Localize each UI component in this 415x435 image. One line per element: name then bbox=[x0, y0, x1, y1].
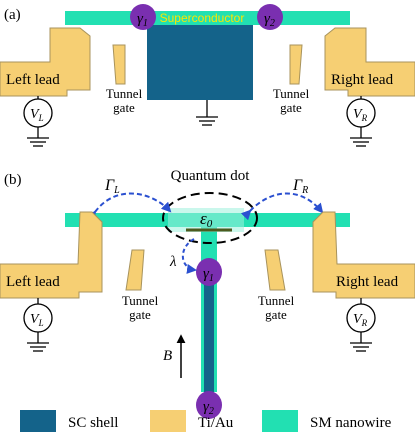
tunnel-gate-left-b bbox=[125, 249, 145, 291]
majorana-gamma1-a: γ1 bbox=[130, 4, 156, 30]
svg-text:γ1: γ1 bbox=[203, 266, 214, 284]
legend-swatch-ti-au bbox=[150, 410, 186, 432]
right-lead-a-label: Right lead bbox=[331, 72, 394, 88]
left-lead-a-label: Left lead bbox=[6, 72, 60, 88]
svg-text:VR: VR bbox=[353, 107, 368, 123]
panel-b-label: (b) bbox=[4, 172, 22, 188]
left-lead-b-label: Left lead bbox=[6, 274, 60, 290]
voltage-source-right-b: VR bbox=[346, 298, 376, 352]
left-lead-a bbox=[0, 27, 91, 97]
sc-shell-vertical-b bbox=[204, 276, 214, 392]
right-lead-b-label: Right lead bbox=[336, 274, 399, 290]
svg-text:VL: VL bbox=[30, 312, 44, 328]
legend: SC shell Ti/Au SM nanowire bbox=[20, 410, 392, 432]
sc-shell-block bbox=[147, 24, 253, 100]
voltage-source-left-a: VL bbox=[23, 96, 53, 147]
majorana-gamma1-b: γ1 bbox=[196, 258, 222, 286]
voltage-source-left-b: VL bbox=[23, 298, 53, 352]
sc-ground-icon bbox=[196, 100, 218, 126]
gamma-r-arrow bbox=[240, 192, 324, 221]
legend-swatch-sm-nanowire bbox=[262, 410, 298, 432]
tunnel-gate-left-a bbox=[112, 44, 126, 85]
gamma-l-arrow bbox=[86, 192, 172, 222]
svg-text:γ1: γ1 bbox=[137, 11, 148, 29]
quantum-dot-label: Quantum dot bbox=[171, 168, 251, 184]
voltage-source-right-a: VR bbox=[346, 96, 376, 147]
panel-b: (b) Quantum dot ε0 γ1 γ2 λ ΓL ΓR bbox=[0, 168, 415, 419]
gamma-l-label: ΓL bbox=[104, 177, 120, 196]
svg-text:VL: VL bbox=[30, 107, 44, 123]
tunnel-gate-right-a bbox=[289, 44, 303, 85]
lambda-label: λ bbox=[169, 254, 177, 270]
majorana-gamma2-b: γ2 bbox=[196, 391, 222, 419]
svg-text:VR: VR bbox=[353, 312, 368, 328]
legend-swatch-sc-shell bbox=[20, 410, 56, 432]
b-field-label: B bbox=[163, 348, 172, 364]
right-lead-a bbox=[324, 27, 415, 97]
lambda-coupling-arrow bbox=[181, 238, 197, 274]
legend-label-sm-nanowire: SM nanowire bbox=[310, 415, 392, 431]
left-lead-b bbox=[0, 211, 103, 299]
svg-text:γ2: γ2 bbox=[264, 11, 275, 29]
svg-text:γ2: γ2 bbox=[203, 399, 214, 417]
legend-label-sc-shell: SC shell bbox=[68, 415, 118, 431]
quantum-dot-region bbox=[168, 208, 244, 232]
epsilon-label: ε0 bbox=[200, 209, 213, 230]
tunnel-gate-right-b bbox=[264, 249, 286, 291]
gamma-r-label: ΓR bbox=[292, 177, 308, 196]
panel-a: (a) Superconductor γ1 γ2 Left lead Right… bbox=[0, 4, 415, 147]
majorana-gamma2-a: γ2 bbox=[257, 4, 283, 30]
legend-label-ti-au: Ti/Au bbox=[198, 415, 234, 431]
right-lead-b bbox=[312, 211, 415, 299]
superconductor-label: Superconductor bbox=[160, 11, 245, 25]
panel-a-label: (a) bbox=[4, 7, 21, 23]
